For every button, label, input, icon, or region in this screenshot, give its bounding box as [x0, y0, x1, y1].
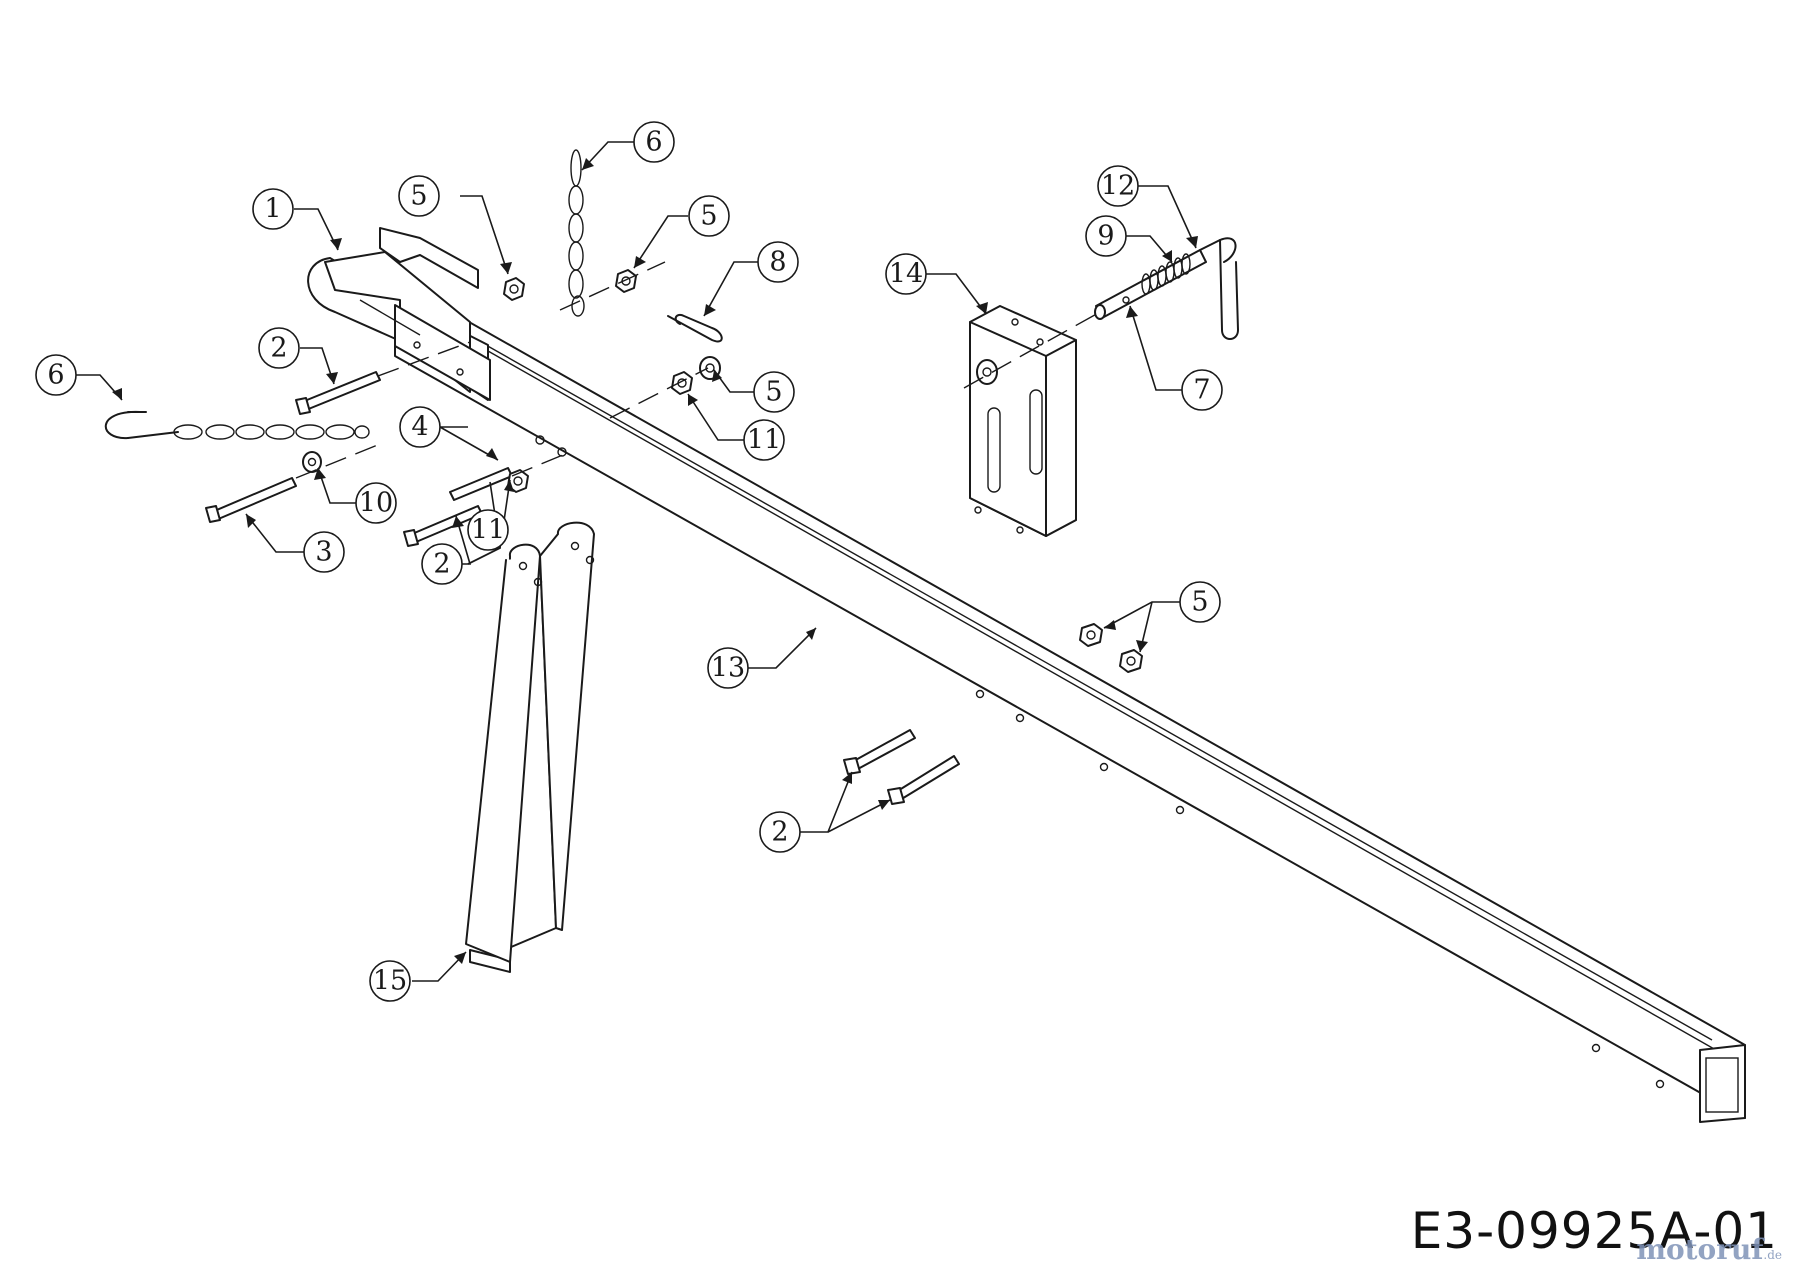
callout-5d: 5 [1179, 581, 1221, 623]
callout-label: 4 [411, 412, 428, 443]
compression-spring [1141, 253, 1191, 295]
callout-9: 9 [1085, 215, 1127, 257]
jack-stand [465, 521, 595, 973]
callout-4: 4 [399, 406, 441, 448]
callout-6b: 6 [633, 121, 675, 163]
callout-5b: 5 [688, 195, 730, 237]
bolt-upper-left [295, 371, 381, 415]
callout-label: 7 [1193, 375, 1210, 406]
callout-label: 11 [747, 425, 781, 456]
callout-label: 15 [373, 966, 407, 997]
callout-12: 12 [1097, 165, 1139, 207]
callout-label: 2 [433, 549, 450, 580]
callout-1: 1 [252, 188, 294, 230]
callout-label: 2 [270, 333, 287, 364]
watermark-text: motoruf [1636, 1233, 1764, 1266]
callout-5c: 5 [753, 371, 795, 413]
callout-13: 13 [707, 647, 749, 689]
callout-8: 8 [757, 241, 799, 283]
callout-label: 2 [771, 817, 788, 848]
pin-4 [449, 467, 513, 501]
callout-label: 5 [410, 181, 427, 212]
nut-5-lower-a [1079, 623, 1103, 647]
nut-5-top-left [503, 277, 525, 301]
small-washer-a [535, 435, 545, 445]
callout-label: 9 [1097, 221, 1114, 252]
callout-label: 8 [769, 247, 786, 278]
safety-chain-horizontal [104, 410, 370, 440]
bolt-2-right-a [843, 729, 916, 775]
callout-11b: 11 [467, 509, 509, 551]
callout-label: 5 [1191, 587, 1208, 618]
callout-label: 11 [471, 515, 505, 546]
spring-latch-pin [1094, 237, 1239, 340]
watermark-tld: .de [1763, 1248, 1782, 1262]
callout-label: 10 [359, 488, 393, 519]
callout-7: 7 [1181, 369, 1223, 411]
callout-label: 5 [700, 201, 717, 232]
drawing-code: E3-09925A-01 [1410, 1202, 1778, 1260]
callout-5a: 5 [398, 175, 440, 217]
callout-label: 14 [889, 259, 923, 290]
callout-6a: 6 [35, 354, 77, 396]
nut-5-lower-b [1119, 649, 1143, 673]
callout-15: 15 [369, 960, 411, 1002]
bolt-2-right-b [887, 755, 960, 805]
callout-14: 14 [885, 253, 927, 295]
tongue-bracket [969, 305, 1077, 537]
callout-label: 12 [1101, 171, 1135, 202]
callout-label: 6 [47, 360, 64, 391]
callout-11a: 11 [743, 419, 785, 461]
leader-lines [76, 141, 1198, 982]
callout-label: 5 [765, 377, 782, 408]
main-tube [394, 279, 1746, 1123]
assembly-lines [295, 261, 1101, 479]
callout-3: 3 [303, 531, 345, 573]
bolt-3-lower [205, 477, 297, 523]
callout-2a: 2 [258, 327, 300, 369]
nut-5-top-mid [615, 269, 637, 293]
callout-2c: 2 [759, 811, 801, 853]
callout-2b: 2 [421, 543, 463, 585]
callout-label: 6 [645, 127, 662, 158]
callout-10: 10 [355, 482, 397, 524]
nut-11-upper [671, 371, 693, 395]
callout-label: 1 [264, 194, 281, 225]
callout-label: 13 [711, 653, 745, 684]
callout-label: 3 [315, 537, 332, 568]
hair-pin-clip [667, 314, 723, 343]
watermark-logo: motoruf.de [1636, 1233, 1782, 1266]
safety-chain-vertical [568, 149, 585, 317]
